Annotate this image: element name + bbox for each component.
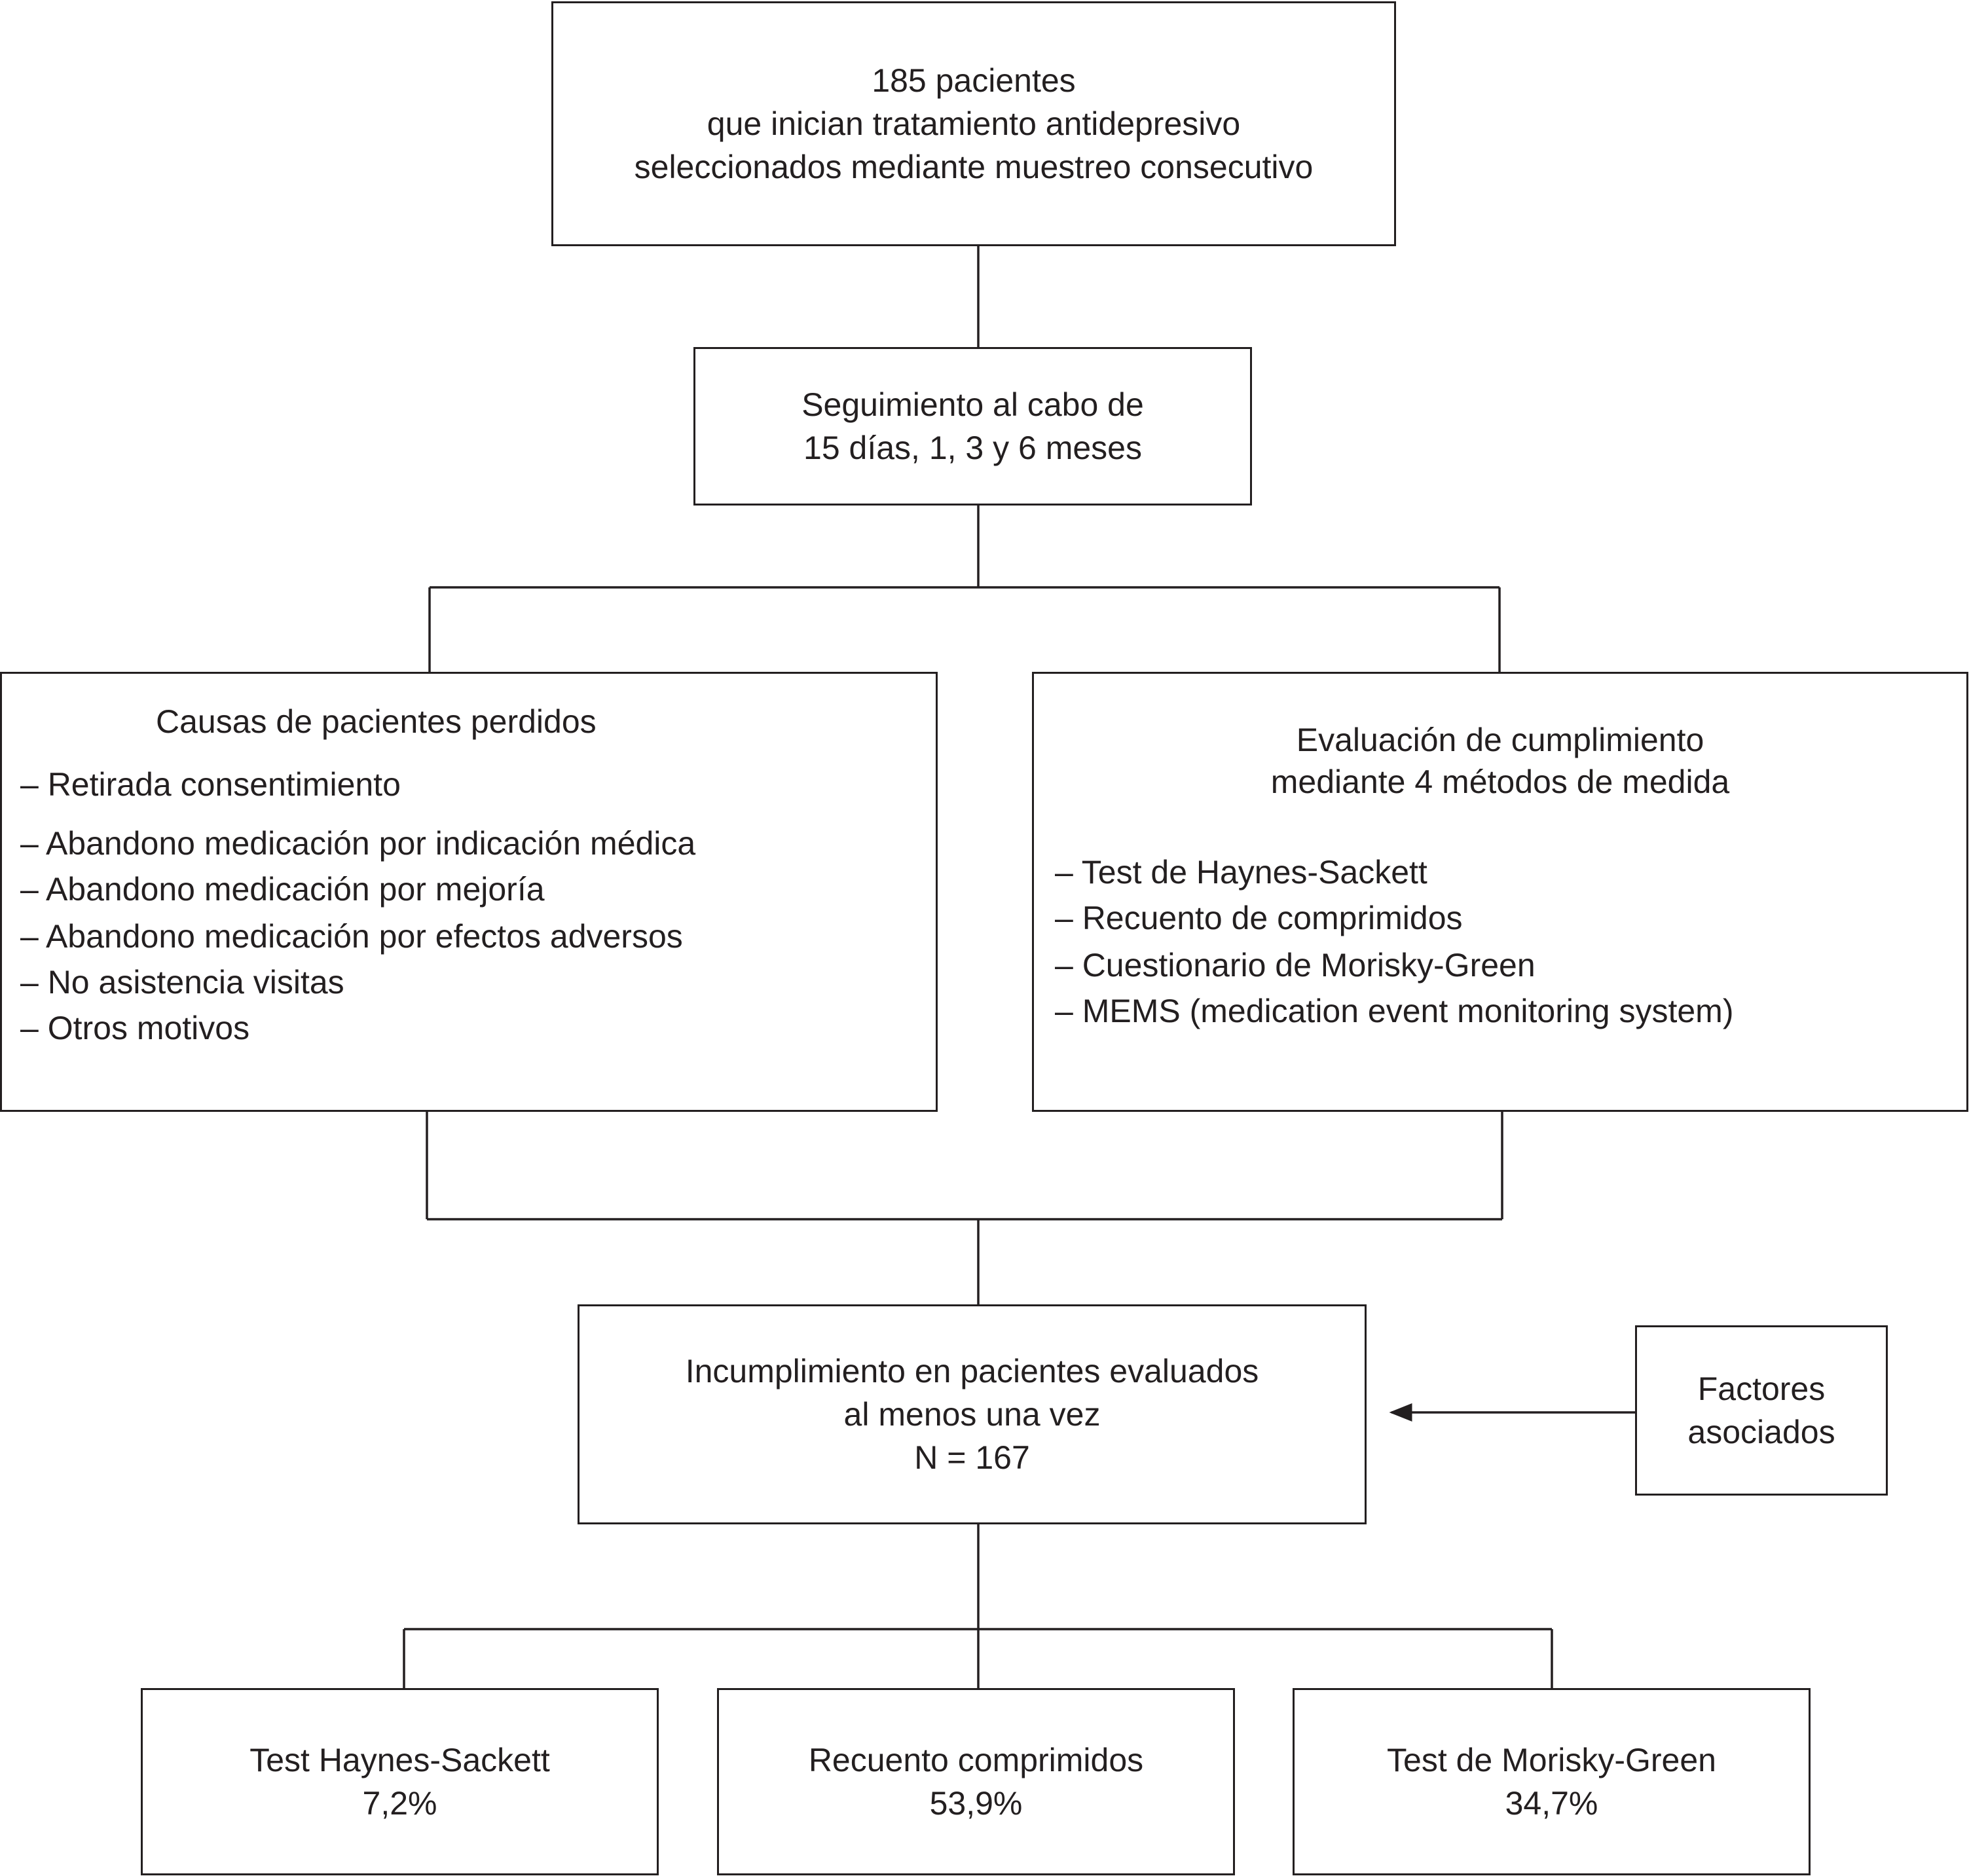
result-value: 34,7% (1505, 1785, 1598, 1822)
lost-reason-item: – Abandono medicación por efectos advers… (20, 918, 683, 955)
lost-reason-item: – Otros motivos (20, 1010, 250, 1046)
lost-patients-title: Causas de pacientes perdidos (156, 703, 597, 740)
result-box-morisky-green: Test de Morisky-Green 34,7% (1293, 1688, 1811, 1875)
result-value: 7,2% (362, 1785, 437, 1822)
lost-reason-item: – No asistencia visitas (20, 964, 344, 1001)
compliance-evaluation-title: Evaluación de cumplimiento mediante 4 mé… (1034, 718, 1966, 803)
enrollment-box: 185 pacientes que inician tratamiento an… (551, 1, 1396, 246)
noncompliance-line-3: N = 167 (914, 1439, 1030, 1476)
compliance-method-item: – Cuestionario de Morisky-Green (1055, 947, 1536, 984)
followup-line-2: 15 días, 1, 3 y 6 meses (803, 430, 1142, 466)
associated-factors-line-2: asociados (1687, 1414, 1835, 1450)
compliance-method-item: – Test de Haynes-Sackett (1055, 854, 1427, 891)
result-value: 53,9% (929, 1785, 1023, 1822)
enrollment-line-2: que inician tratamiento antidepresivo (707, 105, 1241, 142)
result-method: Recuento comprimidos (808, 1742, 1144, 1778)
result-method: Test de Morisky-Green (1387, 1742, 1716, 1778)
compliance-method-item: – MEMS (medication event monitoring syst… (1055, 993, 1734, 1029)
compliance-method-item: – Recuento de comprimidos (1055, 900, 1463, 936)
followup-line-1: Seguimiento al cabo de (801, 386, 1144, 423)
associated-factors-box: Factores asociados (1635, 1325, 1888, 1496)
result-box-haynes-sackett: Test Haynes-Sackett 7,2% (141, 1688, 659, 1875)
compliance-evaluation-box: Evaluación de cumplimiento mediante 4 mé… (1032, 672, 1968, 1112)
compliance-title-line-2: mediante 4 métodos de medida (1270, 763, 1730, 800)
lost-patients-box: Causas de pacientes perdidos – Retirada … (0, 672, 938, 1112)
noncompliance-line-1: Incumplimiento en pacientes evaluados (685, 1353, 1259, 1389)
compliance-title-line-1: Evaluación de cumplimiento (1296, 722, 1704, 758)
followup-box: Seguimiento al cabo de 15 días, 1, 3 y 6… (693, 347, 1252, 506)
noncompliance-box: Incumplimiento en pacientes evaluados al… (578, 1304, 1367, 1524)
enrollment-line-1: 185 pacientes (872, 62, 1076, 99)
enrollment-line-3: seleccionados mediante muestreo consecut… (634, 149, 1314, 185)
lost-reason-item: – Abandono medicación por mejoría (20, 871, 545, 908)
noncompliance-line-2: al menos una vez (843, 1396, 1101, 1433)
lost-reason-item: – Retirada consentimiento (20, 766, 401, 803)
result-box-pill-count: Recuento comprimidos 53,9% (717, 1688, 1235, 1875)
result-method: Test Haynes-Sackett (249, 1742, 550, 1778)
associated-factors-line-1: Factores (1697, 1370, 1826, 1407)
lost-reason-item: – Abandono medicación por indicación méd… (20, 825, 696, 862)
